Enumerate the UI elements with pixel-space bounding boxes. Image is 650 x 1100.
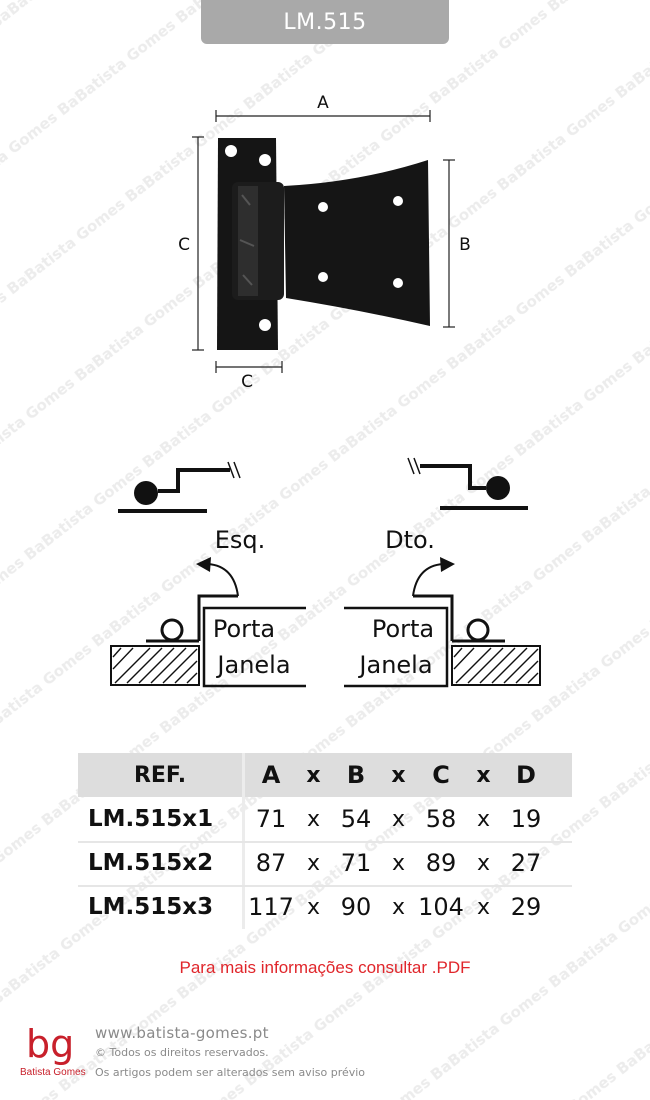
- logo-mark: bg: [26, 1022, 74, 1065]
- copyright-text: © Todos os direitos reservados.: [95, 1046, 269, 1059]
- rights-text: Todos os direitos reservados.: [109, 1046, 269, 1059]
- brand-logo: bg: [26, 1022, 74, 1065]
- right-door-line2: Janela: [357, 651, 432, 679]
- row-x: x: [391, 850, 406, 876]
- header-ref: REF.: [133, 762, 187, 788]
- header-x: x: [306, 762, 321, 788]
- row-a: 71: [255, 805, 287, 833]
- pdf-note: Para mais informações consultar .PDF: [179, 958, 471, 977]
- row-b: 71: [340, 849, 372, 877]
- right-door-line1: Porta: [372, 615, 434, 643]
- header-a: A: [261, 761, 281, 789]
- left-door-line1: Porta: [213, 615, 275, 643]
- row-d: 29: [510, 893, 542, 921]
- dimension-c-bottom-label: C: [241, 372, 253, 392]
- dimension-c-left-label: C: [178, 235, 190, 255]
- header-x: x: [391, 762, 406, 788]
- row-x: x: [306, 850, 321, 876]
- hinge-image: [217, 138, 430, 350]
- row-ref: LM.515x2: [88, 850, 214, 876]
- row-x: x: [306, 806, 321, 832]
- row-x: x: [476, 894, 491, 920]
- website-link[interactable]: www.batista-gomes.pt: [95, 1024, 269, 1042]
- left-door-diagram: Esq. Porta Janela: [110, 526, 306, 688]
- row-divider: [78, 841, 572, 843]
- table-row: LM.515x2 87 x 71 x 89 x 27: [78, 841, 572, 885]
- table-row: LM.515x1 71 x 54 x 58 x 19: [78, 797, 572, 841]
- row-x: x: [476, 850, 491, 876]
- header-d: D: [516, 761, 536, 789]
- dimension-a-label: A: [317, 93, 329, 113]
- row-d: 27: [510, 849, 542, 877]
- table-header-row: REF. A x B x C x D: [78, 753, 572, 797]
- logo-text: Batista Gomes: [20, 1067, 86, 1078]
- header-c: C: [432, 761, 450, 789]
- row-c: 58: [425, 805, 457, 833]
- row-b: 54: [340, 805, 372, 833]
- row-a: 117: [248, 893, 294, 921]
- table-row: LM.515x3 117 x 90 x 104 x 29: [78, 885, 572, 929]
- header-x: x: [476, 762, 491, 788]
- notice-text: Os artigos podem ser alterados sem aviso…: [95, 1066, 366, 1079]
- page-title: LM.515: [201, 0, 449, 44]
- row-a: 87: [255, 849, 287, 877]
- row-ref: LM.515x3: [88, 894, 214, 920]
- row-x: x: [391, 894, 406, 920]
- dimension-b-label: B: [459, 235, 471, 255]
- hinge-dimension-figure: A C B C: [110, 93, 541, 688]
- row-x: x: [476, 806, 491, 832]
- row-d: 19: [510, 805, 542, 833]
- right-door-diagram: Dto. Porta Janela: [344, 526, 541, 688]
- left-orientation-label: Esq.: [215, 526, 266, 554]
- right-orientation-label: Dto.: [385, 526, 435, 554]
- row-b: 90: [340, 893, 372, 921]
- row-x: x: [391, 806, 406, 832]
- left-door-line2: Janela: [215, 651, 290, 679]
- row-x: x: [306, 894, 321, 920]
- left-hinge-schematic: [118, 461, 241, 513]
- right-hinge-schematic: [407, 457, 528, 510]
- row-ref: LM.515x1: [88, 806, 214, 832]
- row-c: 89: [425, 849, 457, 877]
- dimensions-table: REF. A x B x C x D LM.515x1 71 x 54 x 58…: [78, 753, 572, 929]
- row-c: 104: [418, 893, 464, 921]
- header-b: B: [346, 761, 366, 789]
- row-divider: [78, 885, 572, 887]
- copyright-icon: ©: [95, 1046, 110, 1059]
